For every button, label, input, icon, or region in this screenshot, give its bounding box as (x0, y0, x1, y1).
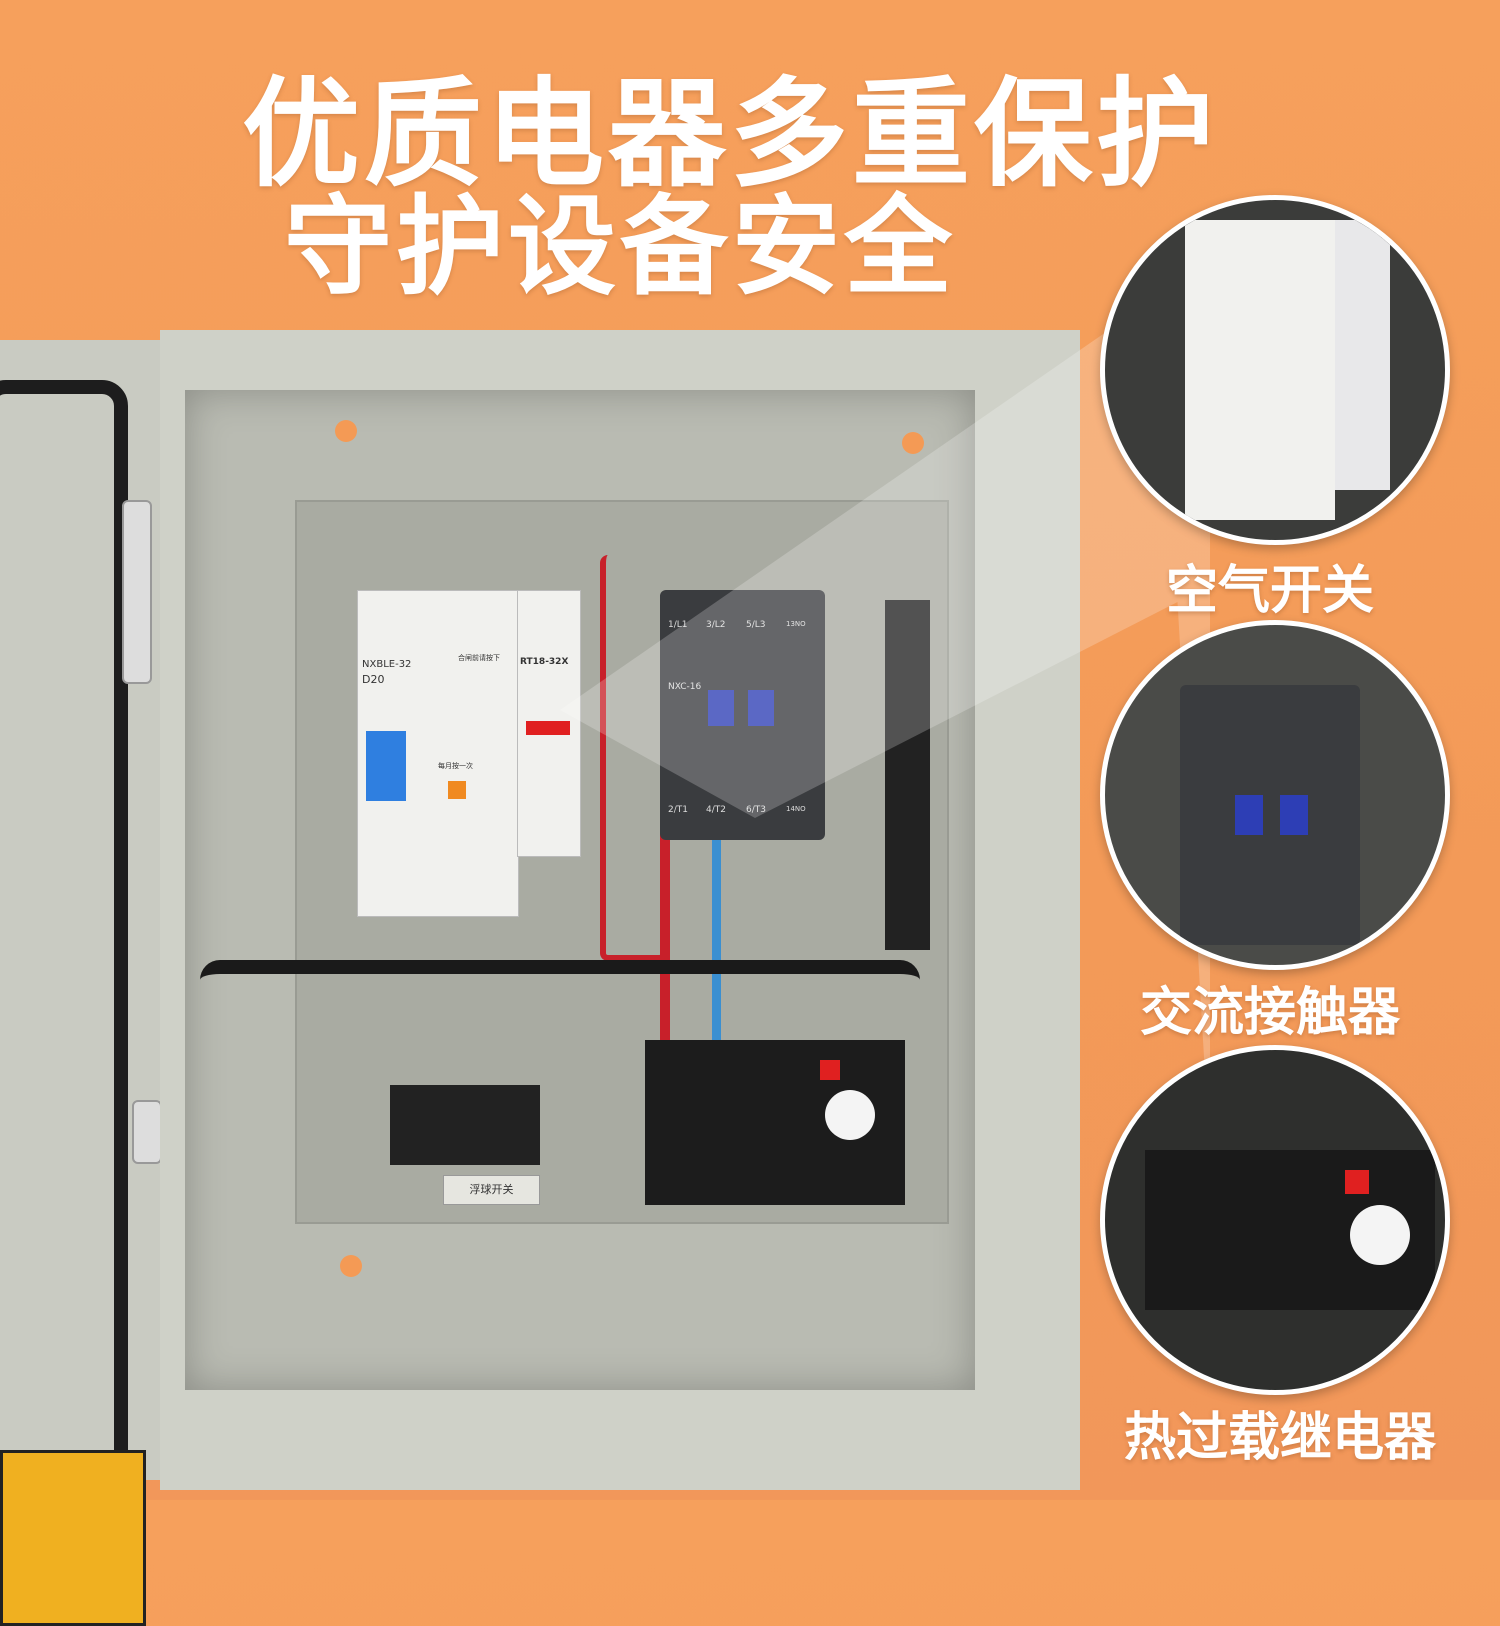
fuse-indicator (526, 721, 570, 735)
relay-dial (825, 1090, 875, 1140)
wire-blue (712, 820, 721, 1060)
cabinet-door (0, 340, 181, 1626)
door-hinge (122, 500, 152, 684)
breaker-toggle (366, 731, 406, 801)
contactor-terminal: 1/L1 (668, 620, 688, 630)
door-hinge (132, 1100, 162, 1164)
callout-breaker-zoom (1100, 195, 1450, 545)
headline-line-2: 守护设备安全 (283, 185, 956, 310)
wire-red (660, 820, 670, 1060)
mount-hole (335, 420, 357, 442)
door-gasket (0, 380, 128, 1488)
callout-contactor-zoom (1100, 620, 1450, 970)
headline-line-1: 优质电器多重保护 (241, 65, 1218, 203)
breaker-test-note: 每月按一次 (438, 762, 473, 770)
contactor-window (748, 690, 774, 726)
contactor-terminal: 6/T3 (746, 805, 766, 815)
wire-bundle (200, 960, 920, 1024)
callout-label-breaker: 空气开关 (1165, 561, 1374, 621)
contactor-terminal: 14NO (786, 805, 806, 813)
mount-hole (340, 1255, 362, 1277)
ac-contactor: 1/L1 3/L2 5/L3 13NO NXC-16 2/T1 4/T2 6/T… (660, 590, 825, 840)
callout-label-contactor: 交流接触器 (1139, 983, 1400, 1043)
contactor-terminal: 5/L3 (746, 620, 766, 630)
fuse-zoom-image (1335, 220, 1390, 490)
callout-label-relay: 热过载继电器 (1123, 1408, 1436, 1468)
relay-zoom-image (1145, 1150, 1435, 1310)
contactor-model: NXC-16 (668, 682, 702, 692)
callout-relay-zoom (1100, 1045, 1450, 1395)
thermal-overload-relay (645, 1040, 905, 1205)
breaker-model: NXBLE-32 (362, 659, 412, 670)
wire-red (600, 555, 666, 961)
float-switch-plaque: 浮球开关 (443, 1175, 540, 1205)
rcd-breaker: NXBLE-32 D20 合闸前请按下 每月按一次 (357, 590, 519, 917)
test-button (448, 781, 466, 799)
fuse-model: RT18-32X (520, 657, 569, 667)
contactor-terminal: 2/T1 (668, 805, 688, 815)
mount-hole (902, 432, 924, 454)
breaker-note: 合闸前请按下 (458, 654, 500, 662)
fuse-holder: RT18-32X (517, 590, 581, 857)
contactor-window (708, 690, 734, 726)
breaker-zoom-image (1185, 220, 1335, 520)
door-switch (0, 1450, 146, 1626)
terminal-block (390, 1085, 540, 1165)
breaker-rating: D20 (362, 673, 385, 686)
relay-reset-button (820, 1060, 840, 1080)
contactor-terminal: 3/L2 (706, 620, 726, 630)
ground-bar (885, 600, 930, 950)
contactor-terminal: 13NO (786, 620, 806, 628)
contactor-terminal: 4/T2 (706, 805, 726, 815)
contactor-zoom-image (1180, 685, 1360, 945)
